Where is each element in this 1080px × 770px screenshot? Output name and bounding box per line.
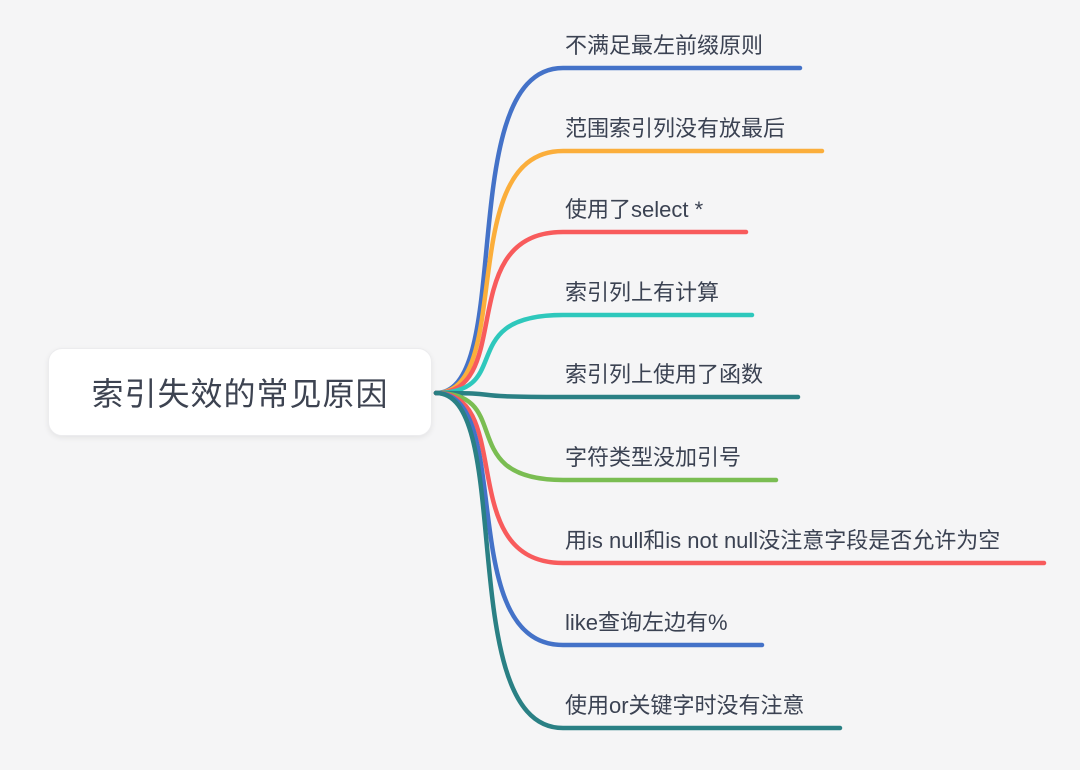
branch-edge bbox=[433, 390, 843, 731]
branch-edge bbox=[433, 65, 803, 396]
branch-edge bbox=[433, 312, 755, 396]
branch-label[interactable]: 用is null和is not null没注意字段是否允许为空 bbox=[565, 528, 1001, 553]
branch-label[interactable]: 字符类型没加引号 bbox=[565, 445, 742, 470]
branch-edge bbox=[433, 390, 779, 483]
branch-label[interactable]: 不满足最左前缀原则 bbox=[565, 33, 764, 58]
branch-edge bbox=[433, 229, 749, 396]
branch-label[interactable]: 范围索引列没有放最后 bbox=[565, 116, 786, 141]
root-node[interactable]: 索引失效的常见原因 bbox=[48, 348, 432, 436]
branch-edge bbox=[433, 390, 765, 648]
branch-edge bbox=[433, 390, 1047, 566]
branch-label[interactable]: 索引列上使用了函数 bbox=[565, 362, 764, 387]
branch-label[interactable]: 使用了select * bbox=[565, 197, 704, 222]
branch-label[interactable]: 使用or关键字时没有注意 bbox=[565, 693, 805, 718]
branch-edge bbox=[433, 148, 825, 396]
branch-label[interactable]: 索引列上有计算 bbox=[565, 280, 720, 305]
branch-label[interactable]: like查询左边有% bbox=[565, 610, 728, 635]
root-node-label: 索引失效的常见原因 bbox=[91, 376, 389, 412]
branch-edge bbox=[433, 390, 801, 400]
